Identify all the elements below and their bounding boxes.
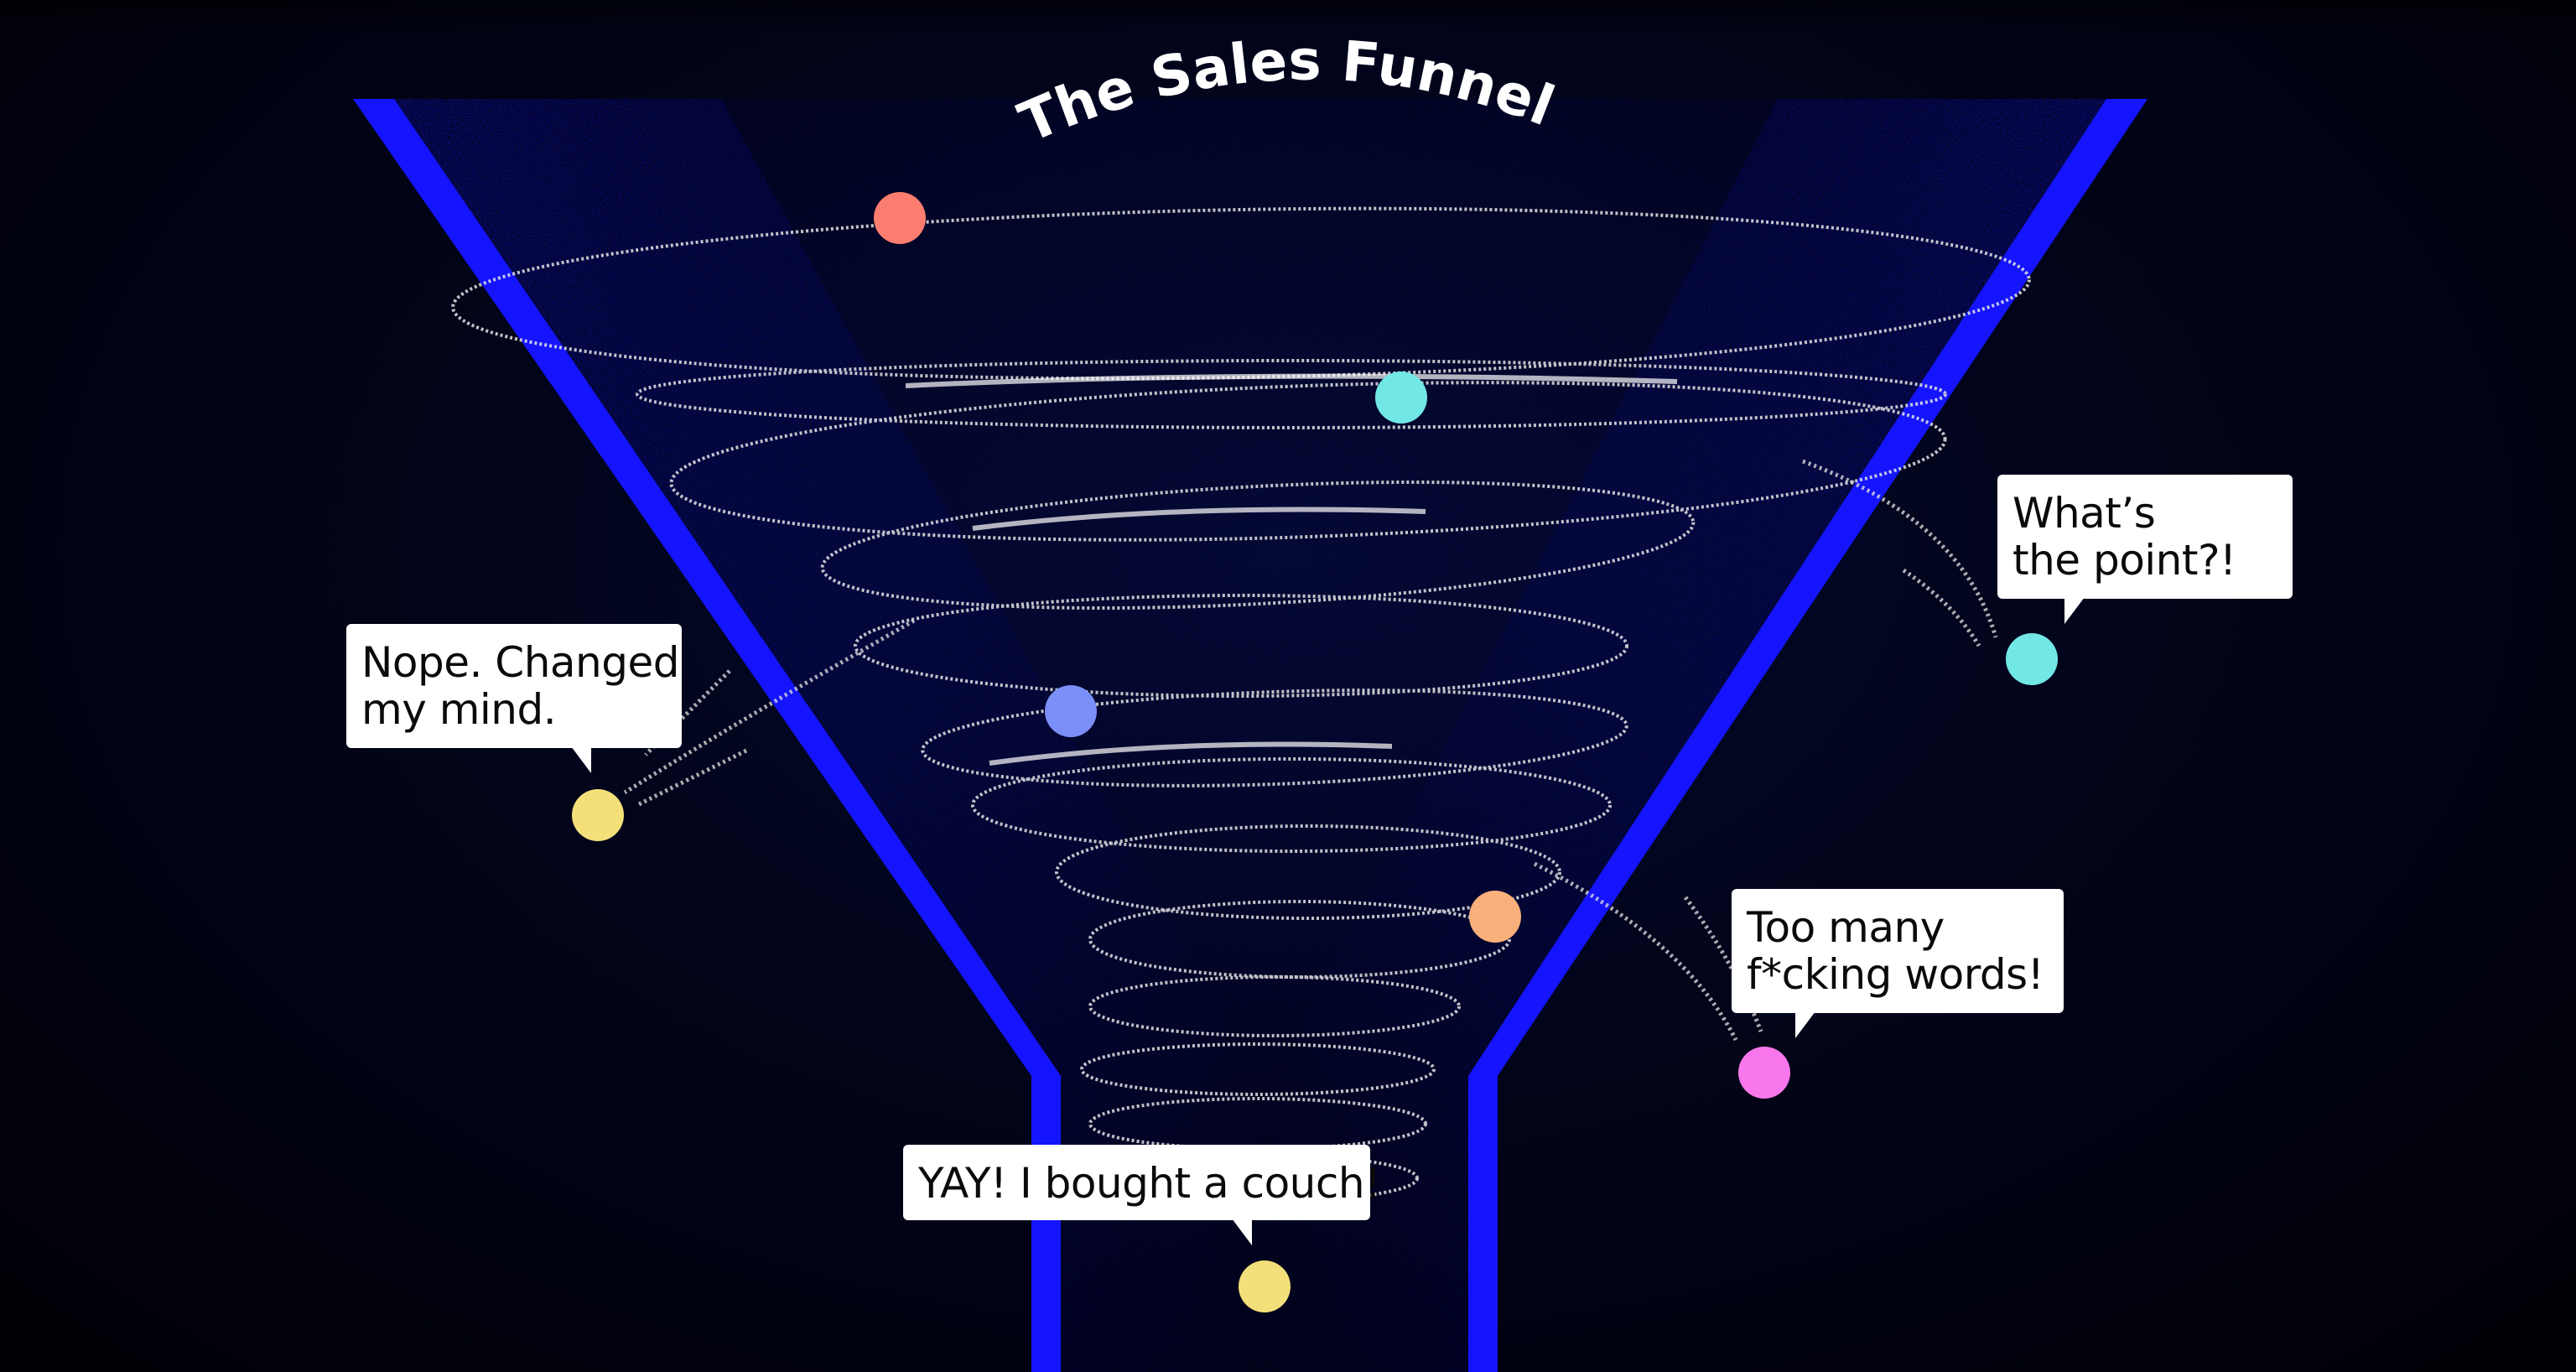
prospect-dot-peach	[1469, 891, 1521, 943]
spiral-highlights	[905, 373, 1678, 766]
dropout-dot-pink	[1738, 1047, 1790, 1099]
prospect-dot-cyan	[1375, 372, 1427, 424]
speech-bubble-too-many-words: Too many f*cking words!	[1732, 889, 2064, 1038]
bubble-text-line: my mind.	[361, 685, 557, 734]
bubble-tail	[571, 746, 591, 773]
speech-bubble-bought-couch: YAY! I bought a couch!	[903, 1145, 1381, 1245]
prospect-dot-periwinkle	[1045, 685, 1097, 737]
bubble-text-line: YAY! I bought a couch!	[918, 1159, 1381, 1208]
speech-bubble-whats-the-point: What’s the point?!	[1997, 475, 2293, 624]
bubble-text-line: f*cking words!	[1747, 950, 2044, 999]
bubble-text-line: the point?!	[2012, 536, 2236, 585]
dropout-trails	[623, 459, 1998, 1042]
bubble-text-line: Too many	[1747, 903, 1945, 952]
page-title: The Sales Funnel	[1010, 29, 1562, 156]
bubble-tail	[1795, 1011, 1815, 1038]
buyer-dot-yellow	[1239, 1260, 1291, 1312]
dropout-dot-yellow	[572, 789, 624, 841]
dropout-dot-cyan	[2006, 633, 2058, 685]
bubble-tail	[2064, 597, 2085, 624]
prospect-dot-salmon	[874, 192, 926, 244]
speech-bubble-changed-mind: Nope. Changed my mind.	[346, 624, 682, 773]
svg-text:The Sales Funnel: The Sales Funnel	[1010, 29, 1562, 156]
bubble-tail	[1232, 1219, 1252, 1245]
bubble-text-line: Nope. Changed	[361, 638, 679, 687]
bubble-text-line: What’s	[2012, 489, 2156, 538]
